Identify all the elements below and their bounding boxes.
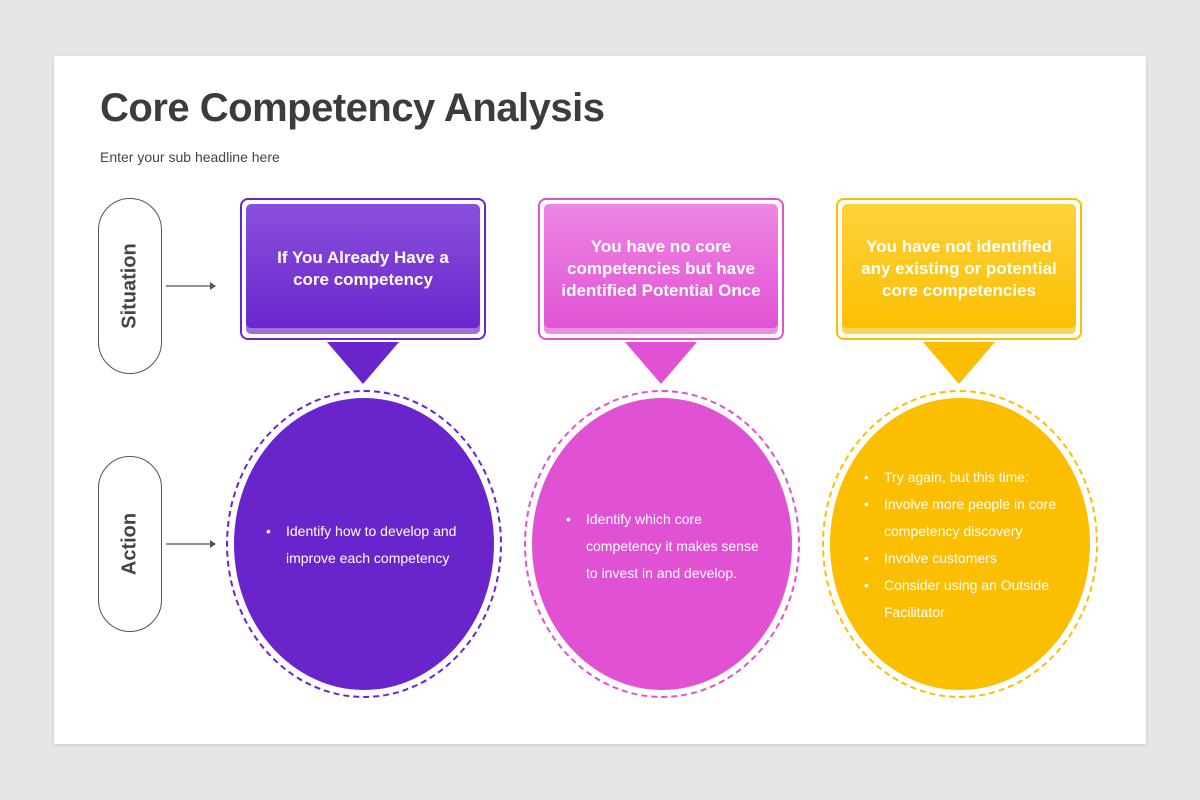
action-item: Involve customers: [862, 545, 1062, 572]
pointer-1: [327, 342, 399, 384]
page-title: Core Competency Analysis: [100, 86, 605, 130]
circle-ring-2: [524, 390, 800, 698]
situation-text-2: You have no core competencies but have i…: [544, 204, 778, 334]
action-item: Try again, but this time:: [862, 464, 1062, 491]
action-item: Involve more people in core competency d…: [862, 491, 1062, 545]
action-list-1: Identify how to develop and improve each…: [264, 518, 474, 572]
action-circle-2: Identify which core competency it makes …: [532, 398, 792, 690]
situation-box-2: You have no core competencies but have i…: [538, 198, 784, 340]
situation-box-1: If You Already Have a core competency: [240, 198, 486, 340]
page-subtitle: Enter your sub headline here: [100, 149, 280, 165]
circle-ring-1: [226, 390, 502, 698]
situation-text-1: If You Already Have a core competency: [246, 204, 480, 334]
action-list-3: Try again, but this time: Involve more p…: [862, 464, 1062, 626]
action-label-pill: Action: [98, 456, 162, 632]
situation-label: Situation: [118, 243, 141, 329]
action-label: Action: [118, 512, 141, 576]
action-list-2: Identify which core competency it makes …: [564, 506, 764, 587]
circle-ring-3: [822, 390, 1098, 698]
action-circle-3: Try again, but this time: Involve more p…: [830, 398, 1090, 690]
action-circle-1: Identify how to develop and improve each…: [234, 398, 494, 690]
situation-text-3: You have not identified any existing or …: [842, 204, 1076, 334]
pointer-3: [923, 342, 995, 384]
action-item: Consider using an Outside Facilitator: [862, 572, 1062, 626]
situation-label-pill: Situation: [98, 198, 162, 374]
situation-box-3: You have not identified any existing or …: [836, 198, 1082, 340]
action-item: Identify which core competency it makes …: [564, 506, 764, 587]
slide: Core Competency Analysis Enter your sub …: [54, 56, 1146, 744]
pointer-2: [625, 342, 697, 384]
situation-arrow-icon: [166, 282, 216, 290]
action-arrow-icon: [166, 540, 216, 548]
action-item: Identify how to develop and improve each…: [264, 518, 474, 572]
